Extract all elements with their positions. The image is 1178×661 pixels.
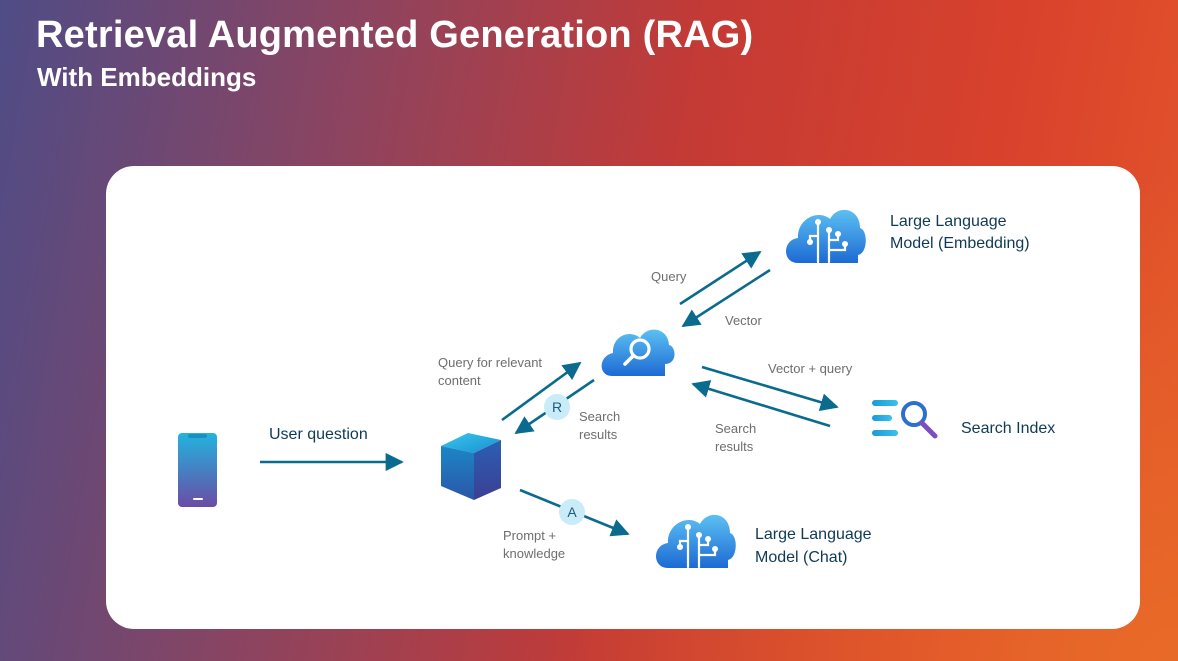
vector-query-label: Vector + query xyxy=(768,361,853,376)
cube-icon xyxy=(441,433,501,500)
embedding-model-label-2: Model (Embedding) xyxy=(890,235,1030,252)
cloud-search-icon xyxy=(601,329,675,376)
query-relevant-label-1: Query for relevant xyxy=(438,355,542,370)
embedding-model-label-1: Large Language xyxy=(890,213,1007,230)
prompt-label-2: knowledge xyxy=(503,546,565,561)
diagram-panel xyxy=(106,166,1140,629)
query-arrow xyxy=(679,250,762,306)
vector-query-arrow xyxy=(701,365,839,412)
vector-arrow xyxy=(681,268,771,328)
chat-model-label-1: Large Language xyxy=(755,526,872,543)
query-label: Query xyxy=(651,269,687,284)
augment-badge: A xyxy=(559,499,585,525)
embedding-model-cloud-icon xyxy=(786,209,866,264)
smartphone-icon xyxy=(178,433,217,507)
search-results-label-2: results xyxy=(579,427,618,442)
page-title: Retrieval Augmented Generation (RAG) xyxy=(36,14,754,56)
index-results-arrow xyxy=(691,380,831,428)
vector-label: Vector xyxy=(725,313,763,328)
prompt-label-1: Prompt + xyxy=(503,528,556,543)
augment-badge-label: A xyxy=(567,504,577,520)
search-results-label-1: Search xyxy=(579,409,620,424)
index-results-label-2: results xyxy=(715,439,754,454)
user-question-label: User question xyxy=(269,426,368,443)
page-subtitle: With Embeddings xyxy=(37,62,257,92)
search-index-label: Search Index xyxy=(961,420,1055,437)
chat-model-label-2: Model (Chat) xyxy=(755,549,847,566)
retrieve-badge-label: R xyxy=(552,399,562,415)
search-index-icon xyxy=(872,400,938,439)
chat-model-cloud-icon xyxy=(656,514,736,569)
index-results-label-1: Search xyxy=(715,421,756,436)
query-relevant-label-2: content xyxy=(438,373,481,388)
query-relevant-arrow xyxy=(501,361,582,422)
retrieve-badge: R xyxy=(544,394,570,420)
